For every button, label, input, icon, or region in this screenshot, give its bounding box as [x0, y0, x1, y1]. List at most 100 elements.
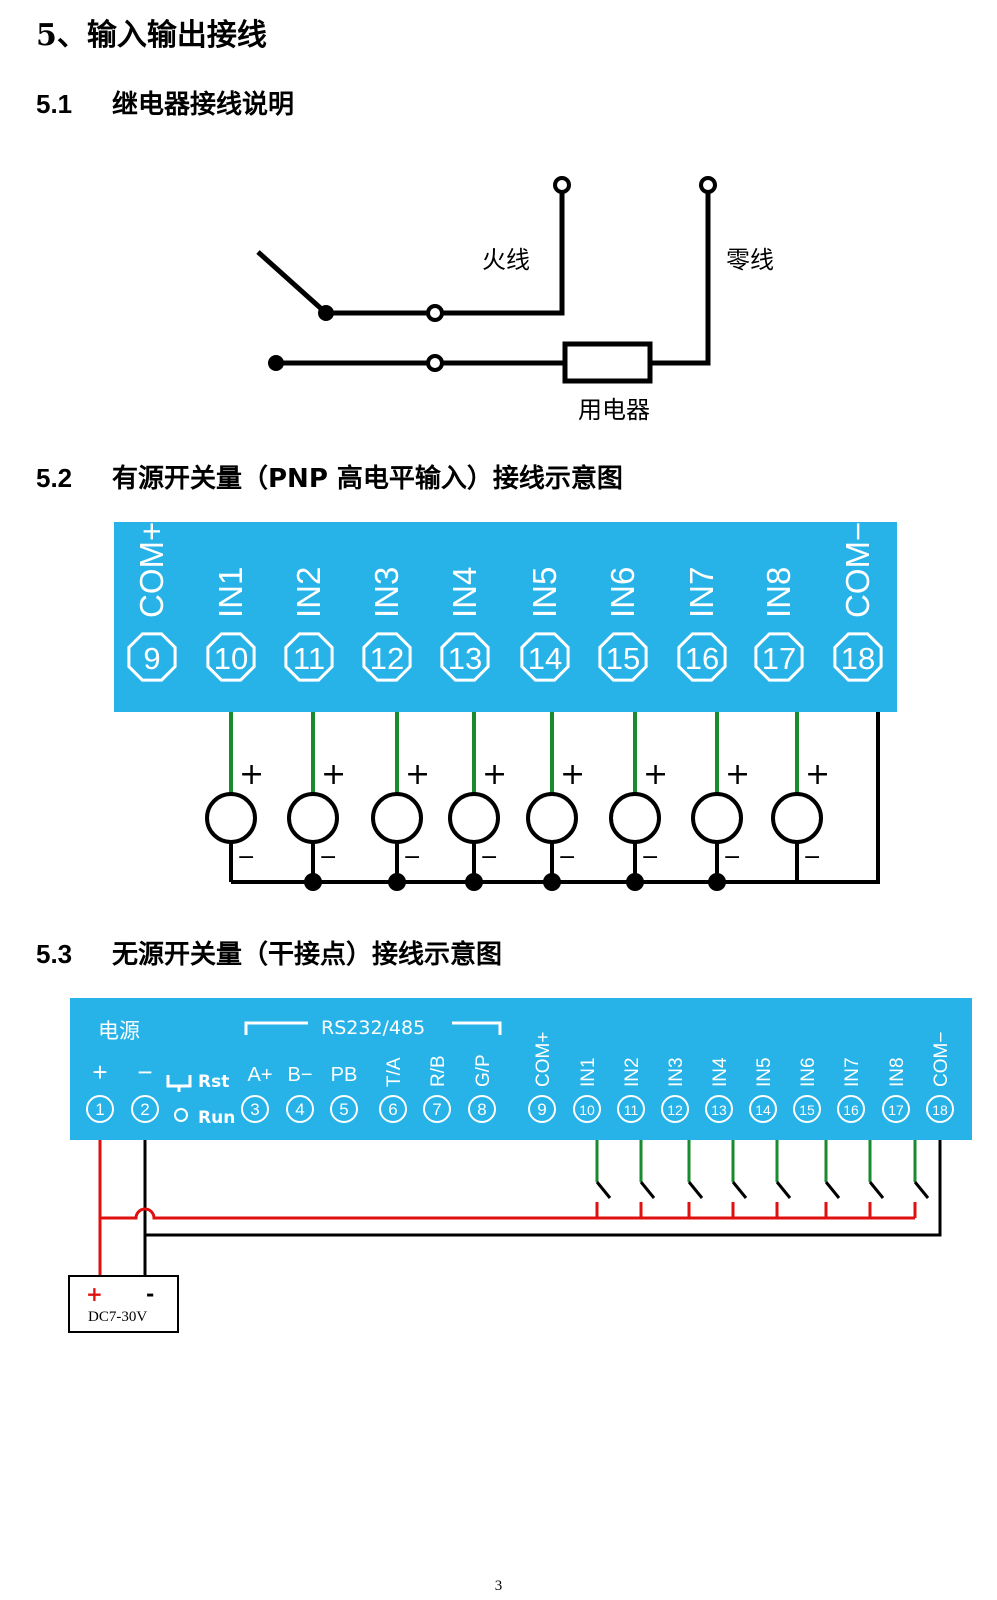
terminal-number: 16 — [843, 1102, 859, 1118]
terminal-number: 2 — [140, 1100, 149, 1119]
live-label: 火线 — [482, 246, 530, 274]
terminal-number: 13 — [448, 641, 482, 676]
terminal-label: IN5 — [754, 1057, 775, 1087]
minus-sign: − — [641, 845, 659, 870]
load-box — [562, 341, 653, 384]
terminal-label: IN2 — [290, 567, 327, 618]
plus-sign: + — [643, 757, 668, 792]
terminal-ring — [426, 304, 444, 322]
terminal-octagon — [833, 632, 883, 682]
terminal-ring — [793, 1095, 821, 1123]
pnp-wiring-diagram: COM+9IN110IN211IN312IN413IN514IN615IN716… — [114, 522, 897, 891]
terminal-number: 9 — [537, 1100, 546, 1119]
power-label: 电源 — [98, 1019, 140, 1043]
terminal-number: 10 — [214, 641, 248, 676]
bracket — [452, 1021, 502, 1035]
terminal-label: IN4 — [710, 1057, 731, 1087]
minus-sign: − — [723, 845, 741, 870]
minus-sign: − — [403, 845, 421, 870]
terminal-ring — [86, 1095, 114, 1123]
terminal-label: COM+ — [133, 522, 170, 618]
com-plus-bus-wire — [100, 1207, 915, 1220]
terminal-label: IN2 — [622, 1057, 643, 1087]
section-number: 5.1 — [36, 89, 73, 119]
terminal-ring — [423, 1095, 451, 1123]
terminal-label: IN6 — [798, 1057, 819, 1087]
rs-label: RS232/485 — [321, 1017, 425, 1039]
terminal-board — [70, 998, 972, 1140]
dry-contact-switch — [595, 1181, 612, 1199]
sensor-icon — [526, 792, 578, 844]
terminal-number: 11 — [624, 1102, 639, 1118]
psu-plus: + — [86, 1282, 103, 1306]
section-number: 5.3 — [36, 939, 73, 969]
section-number: 5.2 — [36, 463, 73, 493]
terminal-octagon — [520, 632, 570, 682]
terminal-label: IN5 — [526, 567, 563, 618]
terminal-ring — [699, 176, 717, 194]
terminal-ring — [379, 1095, 407, 1123]
psu-minus: - — [146, 1282, 154, 1306]
sensor-icon — [287, 792, 339, 844]
terminal-ring — [131, 1095, 159, 1123]
terminal-number: 18 — [932, 1102, 948, 1118]
terminal-ring — [528, 1095, 556, 1123]
terminal-octagon — [677, 632, 727, 682]
terminal-label: COM− — [931, 1032, 952, 1087]
terminal-octagon — [284, 632, 334, 682]
relay-wiring-diagram: 火线 零线 用电器 — [256, 176, 774, 424]
terminal-ring — [330, 1095, 358, 1123]
terminal-number: 18 — [841, 641, 875, 676]
terminal-octagon — [754, 632, 804, 682]
terminal-label: COM− — [839, 522, 876, 618]
section-title: 有源开关量（PNP 高电平输入）接线示意图 — [112, 464, 623, 494]
rst-label: Rst — [198, 1072, 229, 1092]
minus-sign: − — [803, 845, 821, 870]
terminal-number: 11 — [293, 641, 325, 676]
terminal-label: IN3 — [368, 567, 405, 618]
terminal-number: 7 — [432, 1100, 441, 1119]
terminal-label: IN8 — [760, 567, 797, 618]
terminal-number: 1 — [95, 1100, 104, 1119]
relay-switch-blade — [256, 250, 328, 315]
terminal-number: 17 — [888, 1102, 904, 1118]
terminal-board — [114, 522, 897, 712]
terminal-octagon — [362, 632, 412, 682]
terminal-ring — [573, 1095, 601, 1123]
dry-contact-switch — [775, 1181, 792, 1199]
sensor-icon — [205, 792, 257, 844]
terminal-number: 3 — [250, 1100, 259, 1119]
terminal-label: IN1 — [578, 1057, 599, 1087]
run-led-icon — [174, 1108, 188, 1122]
terminal-label: IN1 — [212, 567, 249, 618]
neutral-wire — [650, 186, 711, 366]
terminal-ring — [926, 1095, 954, 1123]
terminal-ring — [705, 1095, 733, 1123]
relay-contact-dot — [318, 305, 334, 321]
minus-sign: − — [237, 845, 255, 870]
sensor-icon — [448, 792, 500, 844]
com-minus-return-wire — [145, 1140, 942, 1237]
dry-contact-switch — [868, 1181, 885, 1199]
bracket — [244, 1021, 308, 1035]
terminal-ring — [241, 1095, 269, 1123]
psu-label: DC7-30V — [88, 1309, 147, 1325]
dry-contact-switch — [687, 1181, 704, 1199]
terminal-label: T/A — [384, 1057, 405, 1087]
plus-sign: + — [560, 757, 585, 792]
terminal-number: 6 — [388, 1100, 397, 1119]
dry-contact-switch — [913, 1181, 930, 1199]
terminal-label: R/B — [428, 1055, 449, 1087]
terminal-number: 4 — [295, 1100, 304, 1119]
terminal-label: + — [92, 1057, 107, 1087]
terminal-number: 14 — [755, 1102, 771, 1118]
terminal-label: A+ — [247, 1064, 272, 1086]
terminal-number: 15 — [799, 1102, 815, 1118]
terminal-label: IN6 — [604, 567, 641, 618]
terminal-label: IN3 — [666, 1057, 687, 1087]
terminal-number: 12 — [667, 1102, 683, 1118]
relay-contact-dot — [268, 355, 284, 371]
terminal-label: B− — [287, 1064, 312, 1086]
terminal-number: 5 — [339, 1100, 348, 1119]
sensor-icon — [771, 792, 823, 844]
